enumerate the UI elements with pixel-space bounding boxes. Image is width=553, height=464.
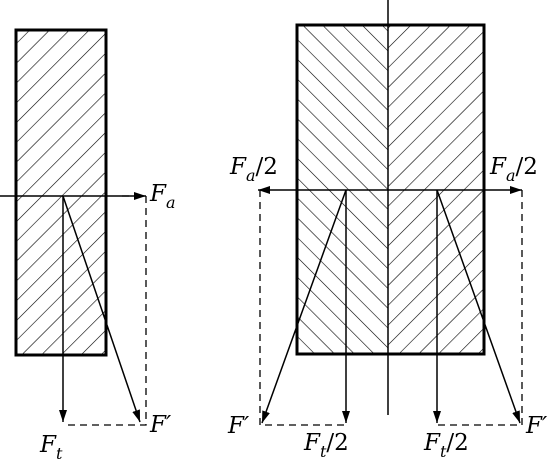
- fa-label: Fa: [149, 181, 176, 212]
- gear-outline-left: [14, 28, 108, 357]
- fa-half-label-left: Fa/2: [229, 154, 278, 185]
- construction-dashes-right-a: [259, 190, 346, 426]
- resultant-force-arrow: [62, 195, 141, 423]
- construction-dashes-left: [63, 195, 147, 426]
- f-prime-label-left: F′: [149, 412, 172, 438]
- force-vectors-right: [258, 186, 523, 426]
- herringbone-gear: [295, 0, 486, 415]
- ft-half-label-right: Ft/2: [423, 430, 469, 461]
- single-helical-gear: [14, 28, 108, 357]
- ft-label: Ft: [39, 432, 63, 463]
- f-prime-label-r1: F′: [227, 413, 250, 439]
- construction-dashes-right-b: [437, 190, 523, 426]
- f-prime-label-r2: F′: [525, 413, 548, 439]
- resultant-arrow-right: [436, 189, 521, 424]
- force-vectors-left: [0, 192, 147, 426]
- gear-body-left: [16, 30, 106, 355]
- ft-half-label-left: Ft/2: [303, 430, 349, 461]
- resultant-arrow-left: [261, 189, 347, 424]
- fa-half-label-right: Fa/2: [489, 154, 538, 185]
